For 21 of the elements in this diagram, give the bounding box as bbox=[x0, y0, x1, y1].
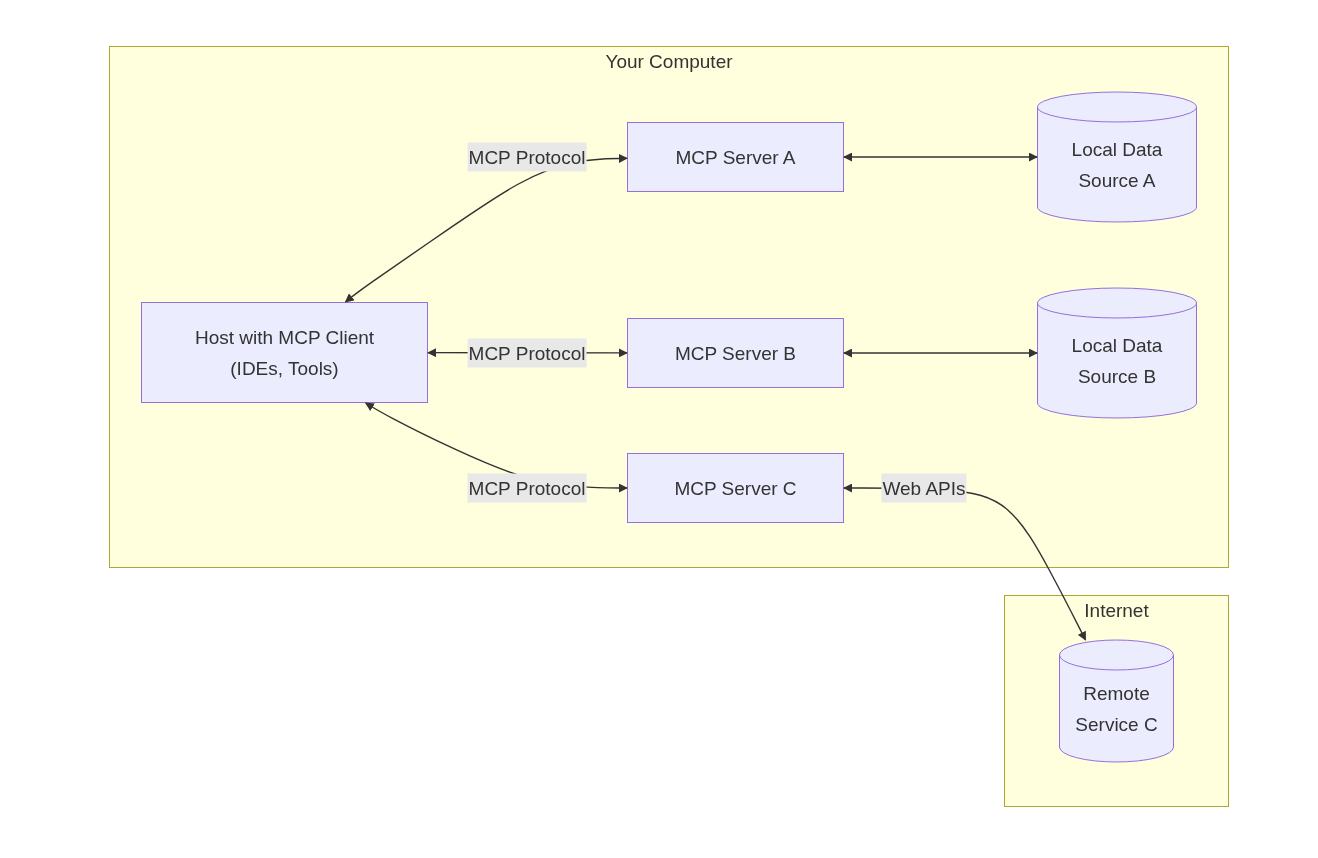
edge-label: Web APIs bbox=[881, 473, 967, 503]
node-label: Local Data Source A bbox=[1070, 138, 1164, 193]
edge-label: MCP Protocol bbox=[467, 142, 587, 172]
group-title: Internet bbox=[1084, 600, 1149, 621]
node-label: Local Data Source B bbox=[1070, 334, 1164, 389]
process-box bbox=[627, 318, 844, 388]
process-box bbox=[627, 122, 844, 192]
node-label: Host with MCP Client (IDEs, Tools) bbox=[193, 325, 376, 381]
node-label: MCP Server C bbox=[673, 476, 798, 501]
process-box bbox=[141, 302, 428, 403]
edge-label: MCP Protocol bbox=[467, 338, 587, 368]
edge-label: MCP Protocol bbox=[467, 473, 587, 503]
node-label: MCP Server A bbox=[674, 145, 797, 170]
connector-arrow bbox=[843, 348, 1038, 358]
group-container bbox=[109, 46, 1229, 568]
process-box bbox=[627, 453, 844, 523]
connector-arrow bbox=[843, 152, 1038, 162]
node-label: Remote Service C bbox=[1074, 682, 1159, 737]
group-container bbox=[1004, 595, 1229, 807]
node-label: MCP Server B bbox=[673, 341, 798, 366]
group-title: Your Computer bbox=[605, 51, 733, 72]
